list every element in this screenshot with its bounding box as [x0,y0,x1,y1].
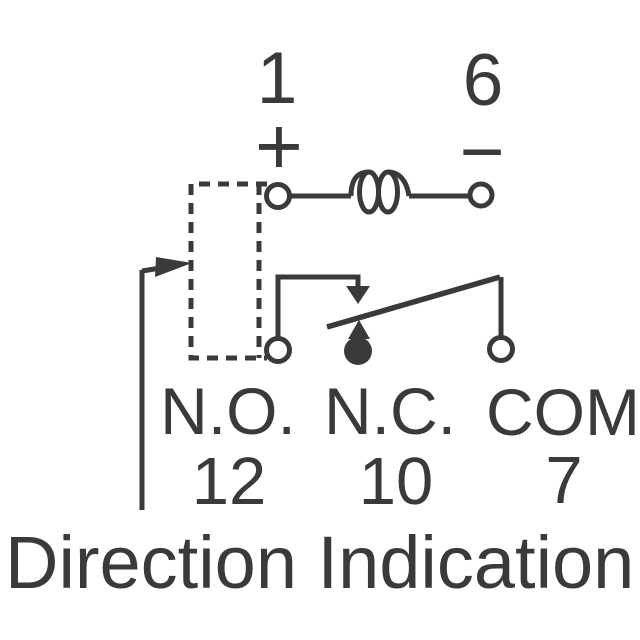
com-terminal-pin7 [487,335,515,363]
com-pin-number-label: 7 [545,443,582,518]
no-branch-wire [275,274,361,338]
nc-pin-number-label: 10 [359,444,434,519]
pin1-number-label: 1 [257,38,298,119]
no-contact-label: N.O. [160,374,296,448]
nc-contact-label: N.C. [324,374,456,448]
direction-indication-caption: Direction Indication [5,521,634,604]
coil-loop-2 [376,169,400,215]
com-contact-label: COM [486,375,640,449]
armature-blade [326,274,501,330]
coil-exit-arc [387,169,412,197]
coil-terminal-pin1 [264,182,292,210]
up-arrowhead-icon [348,320,370,339]
pin6-polarity-label: − [460,109,505,195]
pin1-polarity-label: + [255,101,303,192]
direction-marker-box-outline [188,181,267,361]
nc-contact-dot [344,337,372,365]
pin6-number-label: 6 [463,40,504,121]
callout-arrowhead-icon [155,257,192,277]
no-terminal-pin12 [264,336,292,364]
coil-loop-1 [357,169,381,215]
coil-terminal-pin6 [467,181,495,209]
no-pin-number-label: 12 [192,444,267,519]
down-arrowhead-icon [346,286,370,304]
